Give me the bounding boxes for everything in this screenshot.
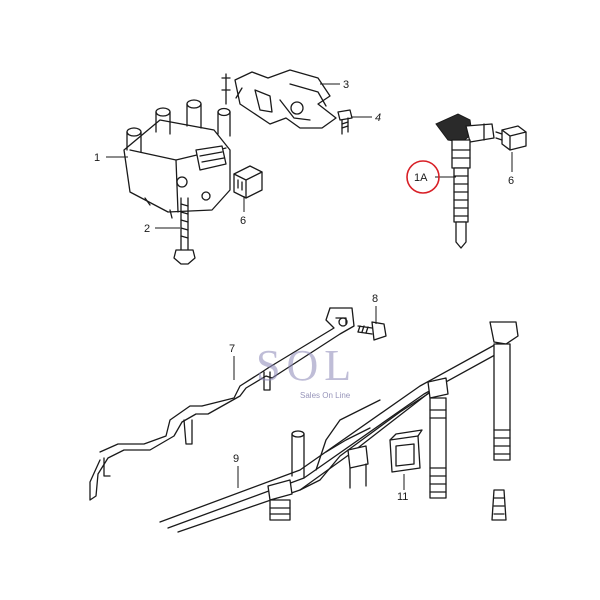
bracket-bolt (357, 321, 387, 341)
leader-lines (106, 83, 513, 490)
watermark-text: SOL (256, 341, 357, 390)
long-bolt (173, 197, 196, 265)
callout-6-right: 6 (508, 175, 514, 187)
callout-6-left: 6 (240, 215, 246, 227)
ignition-coil-pack (123, 99, 231, 219)
callout-4: 4 (375, 112, 381, 124)
callout-11: 11 (397, 491, 408, 503)
callout-3: 3 (343, 79, 349, 91)
coil-bracket (221, 69, 337, 129)
callout-1a: 1A (414, 172, 428, 184)
watermark-logo: SOL Sales On Line (256, 341, 357, 400)
watermark-subtext: Sales On Line (300, 391, 351, 400)
connector-plug-right (495, 125, 527, 151)
connector-plug-left (233, 165, 263, 199)
callout-7: 7 (229, 343, 235, 355)
callouts: 1 2 3 4 6 6 8 7 9 11 1A (94, 79, 514, 503)
callout-1a-highlight-circle (406, 160, 440, 194)
pencil-ignition-coil (435, 113, 495, 249)
small-bolt (337, 109, 353, 135)
ignition-lead-set (159, 321, 519, 533)
callout-1: 1 (94, 152, 100, 164)
callout-8: 8 (372, 293, 378, 305)
callout-9: 9 (233, 453, 239, 465)
lead-holder-clip (389, 429, 423, 473)
harness-bracket (89, 307, 355, 501)
callout-2: 2 (144, 223, 150, 235)
